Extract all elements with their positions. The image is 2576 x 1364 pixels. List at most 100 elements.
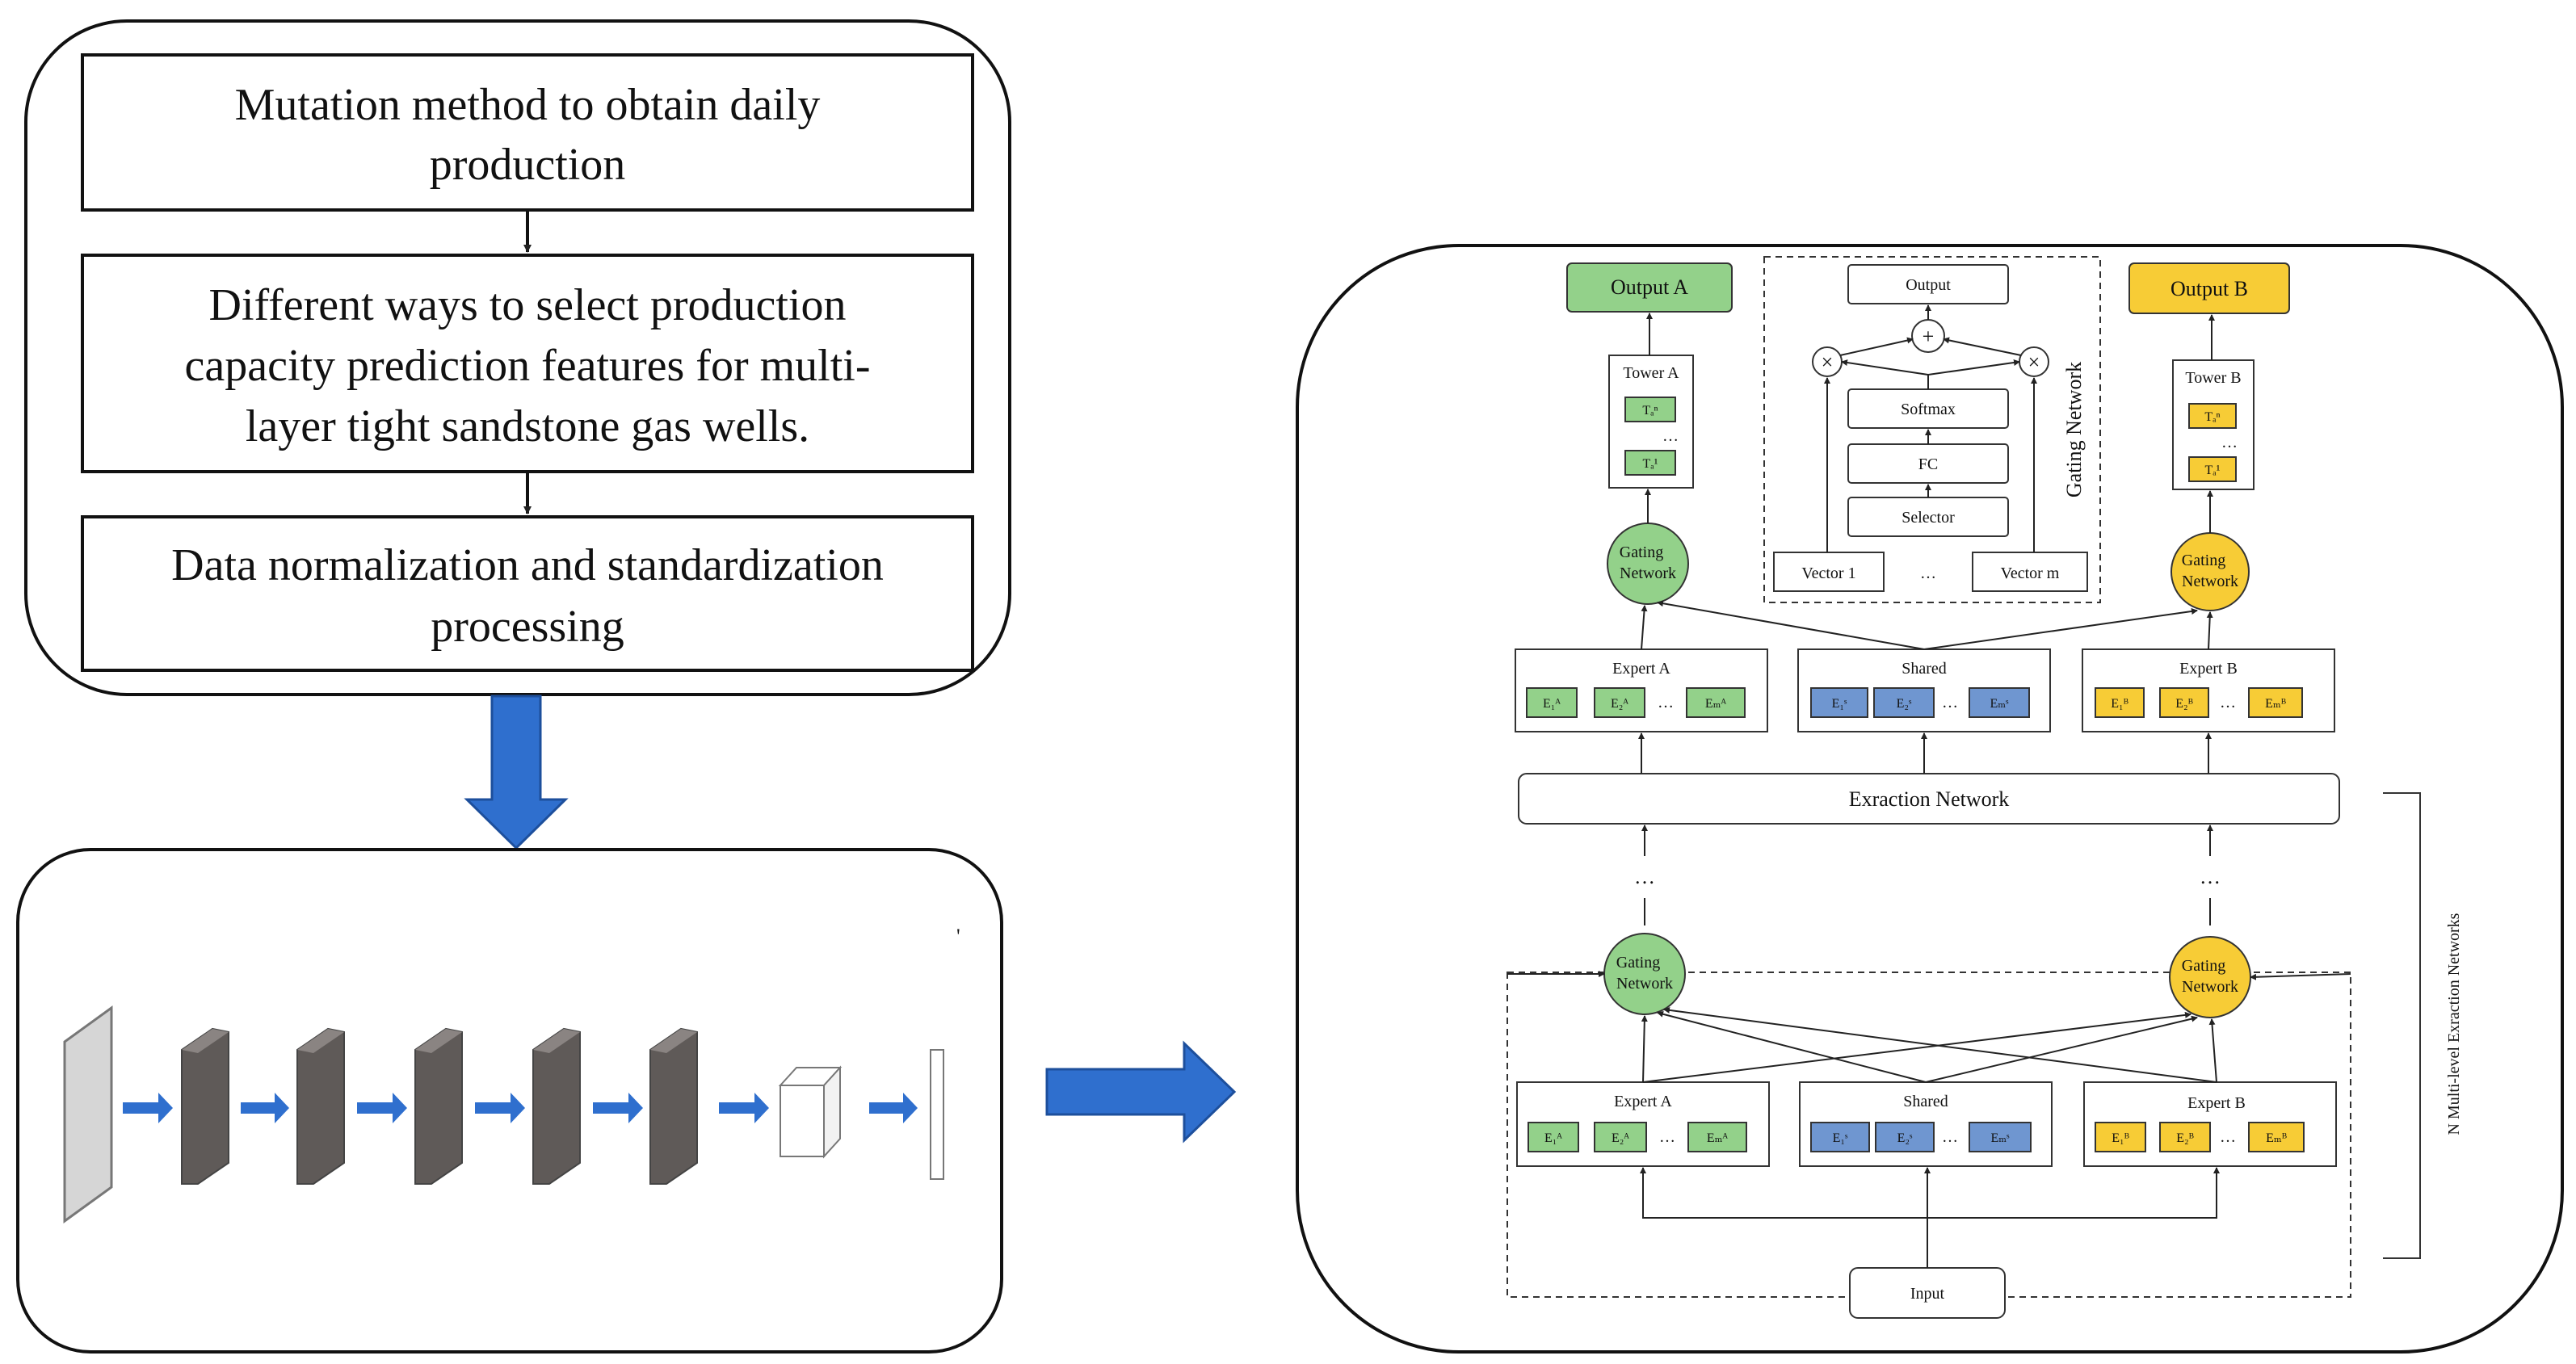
shared-upper-cell-2: E₂ˢ: [1897, 697, 1912, 711]
expert-b-lower-cell-1: E₁ᴮ: [2112, 1131, 2129, 1145]
gating-a-lower-line-1: Gating: [1616, 954, 1660, 972]
flow-step-3: Data normalization and standardization p…: [81, 515, 974, 672]
gate-vector-m-box: [1972, 552, 2088, 592]
shared-upper-dots: …: [1942, 694, 1958, 711]
shared-lower-label: Shared: [1903, 1093, 1948, 1110]
expert-b-upper-cell-m: Eₘᴮ: [2265, 697, 2287, 711]
expert-a-upper-cell-1: E₁ᴬ: [1543, 697, 1561, 711]
gate-times-right-symbol: ×: [2028, 350, 2040, 374]
expert-b-lower-dots: …: [2220, 1128, 2236, 1146]
ple-panel: Output A Output B Tower A Tₐⁿ … Tₐ¹ Towe…: [1296, 244, 2564, 1354]
expert-b-lower-label: Expert B: [2187, 1094, 2246, 1112]
gate-vector-1-box: [1773, 552, 1885, 592]
tower-a: Tower A Tₐⁿ … Tₐ¹: [1608, 355, 1694, 489]
shared-lower-dots: …: [1942, 1128, 1958, 1146]
upper-gating-arrows: [1641, 600, 2213, 650]
gating-a-top-line-1: Gating: [1620, 544, 1663, 561]
gating-b-lower-line-2: Network: [2182, 978, 2238, 996]
lower-gating-arrows: [1507, 971, 2351, 1083]
flow-step-2-line-3: layer tight sandstone gas wells.: [246, 401, 809, 451]
cnn-panel: ': [16, 848, 1003, 1354]
cnn-arrow-7: [869, 1093, 918, 1123]
expert-a-lower-label: Expert A: [1614, 1093, 1672, 1110]
flow-step-1: Mutation method to obtain daily producti…: [81, 53, 974, 212]
expert-b-upper-label: Expert B: [2179, 660, 2238, 678]
tower-a-bottom-cell: Tₐ¹: [1643, 457, 1658, 471]
gate-vector-1-label: Vector 1: [1801, 564, 1855, 582]
expert-b-lower-cell-m: Eₘᴮ: [2266, 1131, 2288, 1145]
multi-level-label: N Multi-level Exraction Networks: [2445, 913, 2463, 1135]
multi-level-bracket: [2383, 792, 2421, 1259]
shared-lower-cell-m: Eₘˢ: [1991, 1131, 2011, 1145]
expert-b-upper: Expert B E₁ᴮ E₂ᴮ … Eₘᴮ: [2082, 648, 2335, 732]
gate-vector-m-label: Vector m: [2001, 564, 2060, 582]
shared-upper-cell-1: E₁ˢ: [1832, 697, 1847, 711]
flow-step-2-line-1: Different ways to select production: [209, 280, 847, 330]
gate-selector-label: Selector: [1902, 509, 1955, 527]
tower-b: Tower B Tₐⁿ … Tₐ¹: [2172, 359, 2255, 490]
flow-step-3-line-2: processing: [431, 602, 624, 652]
cnn-flow-arrows: [123, 1093, 918, 1123]
gating-network-b-lower: Gating Network: [2169, 936, 2251, 1018]
cnn-panel-frame: [16, 848, 1003, 1354]
tower-a-top-cell: Tₐⁿ: [1642, 404, 1658, 418]
gating-network-b-top: Gating Network: [2170, 532, 2250, 611]
gating-b-top-line-1: Gating: [2182, 552, 2225, 569]
shared-lower: Shared E₁ˢ E₂ˢ … Eₘˢ: [1799, 1081, 2053, 1167]
flow-step-3-line-1: Data normalization and standardization: [171, 540, 884, 590]
conv-layer-1: [181, 1027, 229, 1185]
shared-lower-cell-1: E₁ˢ: [1833, 1131, 1848, 1145]
expert-a-upper: Expert A E₁ᴬ E₂ᴬ … Eₘᴬ: [1515, 648, 1768, 732]
extraction-to-experts-arrows: [1638, 732, 2212, 774]
gate-fc-label: FC: [1918, 455, 1938, 473]
cnn-arrow-3: [357, 1093, 407, 1123]
shared-upper-cell-m: Eₘˢ: [1990, 697, 2010, 711]
down-arrow-blue: [464, 695, 569, 850]
shared-upper: Shared E₁ˢ E₂ˢ … Eₘˢ: [1797, 648, 2051, 732]
input-fanout-arrows: [1640, 1167, 2220, 1268]
conv-layer-3: [414, 1027, 463, 1185]
cnn-arrow-6: [719, 1093, 769, 1123]
output-b-box: Output B: [2128, 262, 2290, 314]
cnn-arrow-4: [475, 1093, 525, 1123]
tower-b-top-cell: Tₐⁿ: [2204, 410, 2220, 424]
input-slab: [63, 1005, 113, 1223]
flow-step-2-line-2: capacity prediction features for multi-: [185, 341, 871, 391]
expert-a-upper-label: Expert A: [1612, 660, 1670, 678]
expert-a-upper-cell-m: Eₘᴬ: [1705, 697, 1727, 711]
gate-softmax-label: Softmax: [1901, 401, 1956, 418]
gate-vector-dots: …: [1920, 564, 1936, 582]
expert-a-lower-dots: …: [1659, 1128, 1675, 1146]
gating-network-a-lower: Gating Network: [1603, 933, 1686, 1015]
output-b-label: Output B: [2170, 277, 2248, 300]
tower-b-bottom-cell: Tₐ¹: [2205, 464, 2221, 477]
expert-b-upper-cell-2: E₂ᴮ: [2175, 697, 2193, 711]
gating-b-top-line-2: Network: [2182, 573, 2238, 590]
gating-a-lower-line-2: Network: [1616, 975, 1673, 993]
tower-b-dots: …: [2221, 434, 2238, 451]
conv-layer-4: [532, 1027, 581, 1185]
flow-step-2: Different ways to select production capa…: [81, 254, 974, 473]
tower-a-dots: …: [1662, 427, 1679, 445]
shared-upper-label: Shared: [1902, 660, 1947, 678]
gating-network-detail: Output + × × Softmax FC Selector Vector …: [1763, 256, 2101, 603]
flow-step-1-line-2: production: [430, 140, 626, 190]
left-chain-dots: …: [1634, 865, 1655, 888]
output-a-box: Output A: [1566, 262, 1733, 313]
expert-a-lower: Expert A E₁ᴬ E₂ᴬ … Eₘᴬ: [1516, 1081, 1770, 1167]
gate-plus-symbol: +: [1923, 325, 1935, 348]
gating-a-top-line-2: Network: [1620, 564, 1676, 582]
pool-cube: [778, 1065, 843, 1159]
expert-b-upper-dots: …: [2220, 694, 2236, 711]
expert-b-upper-cell-1: E₁ᴮ: [2111, 697, 2128, 711]
expert-a-lower-cell-m: Eₘᴬ: [1707, 1131, 1729, 1145]
expert-a-upper-dots: …: [1658, 694, 1674, 711]
cnn-arrow-5: [593, 1093, 643, 1123]
shared-lower-cell-2: E₂ˢ: [1897, 1131, 1913, 1145]
conv-layer-2: [296, 1027, 345, 1185]
right-arrow-blue: [1045, 1040, 1237, 1144]
cnn-arrow-1: [123, 1093, 173, 1123]
gate-detail-arrows: [1824, 304, 2037, 552]
input-box: Input: [1849, 1267, 2006, 1319]
